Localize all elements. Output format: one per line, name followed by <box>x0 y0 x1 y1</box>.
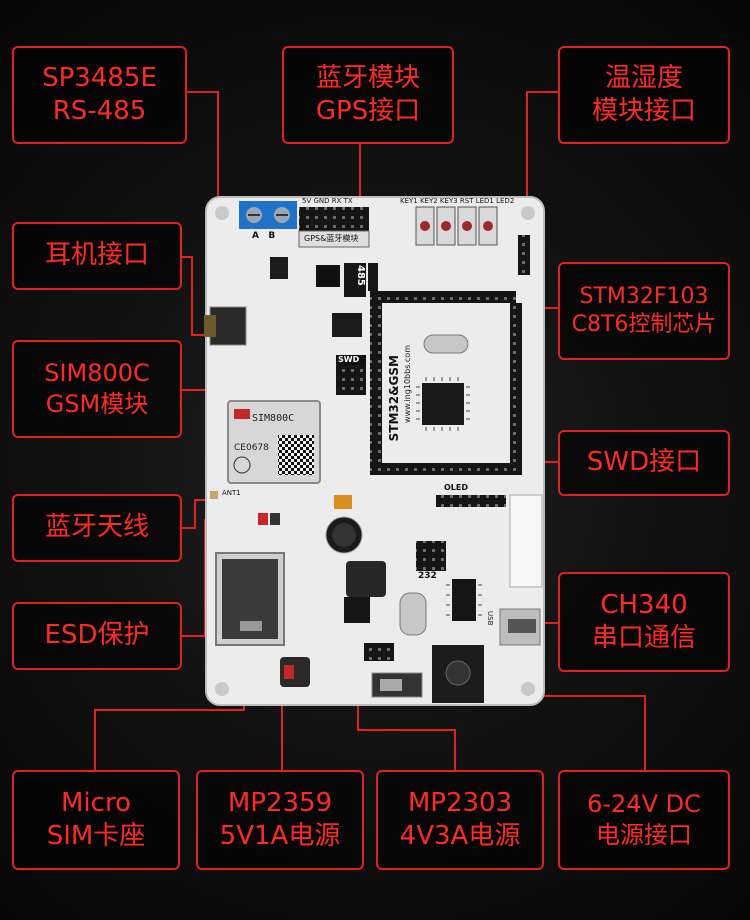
gps-bt-header <box>299 207 369 231</box>
ab-text: A B <box>252 231 276 241</box>
label-headphone-line1: 耳机接口 <box>44 240 149 271</box>
label-esd: ESD保护 <box>12 602 182 670</box>
ch340-chip <box>452 579 476 621</box>
swd-tag: SWD <box>338 355 360 364</box>
label-bluetooth-gps-line1: 蓝牙模块 <box>315 62 420 93</box>
label-dc-jack-line1: 6-24V DC <box>587 790 701 819</box>
label-swd: SWD接口 <box>558 430 730 496</box>
label-temp-humidity: 温湿度 模块接口 <box>558 46 730 144</box>
label-micro-sim: Micro SIM卡座 <box>12 770 180 870</box>
temp-header <box>518 235 530 275</box>
label-stm32-line2: C8T6控制芯片 <box>571 312 717 337</box>
uart-tag: 232 <box>418 571 437 581</box>
label-micro-sim-line2: SIM卡座 <box>46 821 146 851</box>
board-url: www.ing10bbs.com <box>403 345 412 423</box>
rs485-tag: 485 <box>355 265 366 286</box>
line-dc-jack <box>460 695 646 770</box>
label-sim800c-line1: SIM800C <box>44 359 150 388</box>
label-ch340-line2: 串口通信 <box>591 623 696 653</box>
sim-ce-text: CE0678 <box>234 443 269 453</box>
label-mp2359-line1: MP2359 <box>227 787 333 818</box>
stm32-chip <box>422 383 464 425</box>
pcb-board: STM32&GSM www.ing10bbs.com SIM800C CE067… <box>204 195 546 707</box>
swd-header <box>336 365 366 395</box>
label-sp3485e-line2: RS-485 <box>52 96 147 126</box>
label-sim800c-line2: GSM模块 <box>45 390 149 418</box>
label-stm32-line1: STM32F103 <box>579 283 709 309</box>
jst-connector <box>509 494 543 588</box>
sim-module-text: SIM800C <box>252 413 295 424</box>
rs485-ic <box>332 313 362 337</box>
label-bluetooth-gps: 蓝牙模块 GPS接口 <box>282 46 454 144</box>
antenna-pad <box>210 491 218 499</box>
mcu-header-left <box>370 303 382 463</box>
label-ch340: CH340 串口通信 <box>558 572 730 672</box>
top-header-text: 5V GND RX TX <box>302 197 353 205</box>
mcu-header-bottom <box>370 463 522 475</box>
board-brand: STM32&GSM <box>387 355 401 442</box>
label-mp2303-line2: 4V3A电源 <box>399 821 521 851</box>
label-headphone: 耳机接口 <box>12 222 182 290</box>
label-bluetooth-gps-line2: GPS接口 <box>315 96 421 126</box>
label-bt-antenna: 蓝牙天线 <box>12 494 182 562</box>
antenna-text: ANT1 <box>222 489 241 497</box>
pcb-graphic <box>204 196 545 706</box>
label-micro-sim-line1: Micro <box>61 787 131 818</box>
label-mp2359-line2: 5V1A电源 <box>219 821 341 851</box>
label-mp2359: MP2359 5V1A电源 <box>196 770 364 870</box>
keys-text: KEY1 KEY2 KEY3 RST LED1 LED2 <box>400 197 515 205</box>
usb-text: USB <box>486 611 494 626</box>
mp2303-ic <box>344 597 370 623</box>
label-swd-line1: SWD接口 <box>586 447 702 478</box>
label-dc-jack: 6-24V DC 电源接口 <box>558 770 730 870</box>
label-sim800c: SIM800C GSM模块 <box>12 340 182 438</box>
label-sp3485e: SP3485E RS-485 <box>12 46 187 144</box>
mp2359-ic <box>280 657 310 687</box>
gps-bt-tag: GPS&蓝牙模块 <box>304 234 359 243</box>
label-temp-humidity-line2: 模块接口 <box>591 96 696 126</box>
inductor-1 <box>346 561 386 597</box>
label-esd-line1: ESD保护 <box>44 620 150 651</box>
mcu-header-right <box>510 303 522 463</box>
label-ch340-line1: CH340 <box>600 589 688 620</box>
label-dc-jack-line2: 电源接口 <box>596 821 692 849</box>
mcu-header-top <box>370 291 516 303</box>
label-temp-humidity-line1: 温湿度 <box>604 62 683 93</box>
label-stm32: STM32F103 C8T6控制芯片 <box>558 262 730 360</box>
label-bt-antenna-line1: 蓝牙天线 <box>44 512 149 543</box>
label-mp2303-line1: MP2303 <box>407 787 513 818</box>
oled-tag: OLED <box>444 483 469 492</box>
label-mp2303: MP2303 4V3A电源 <box>376 770 544 870</box>
label-sp3485e-line1: SP3485E <box>42 62 157 93</box>
